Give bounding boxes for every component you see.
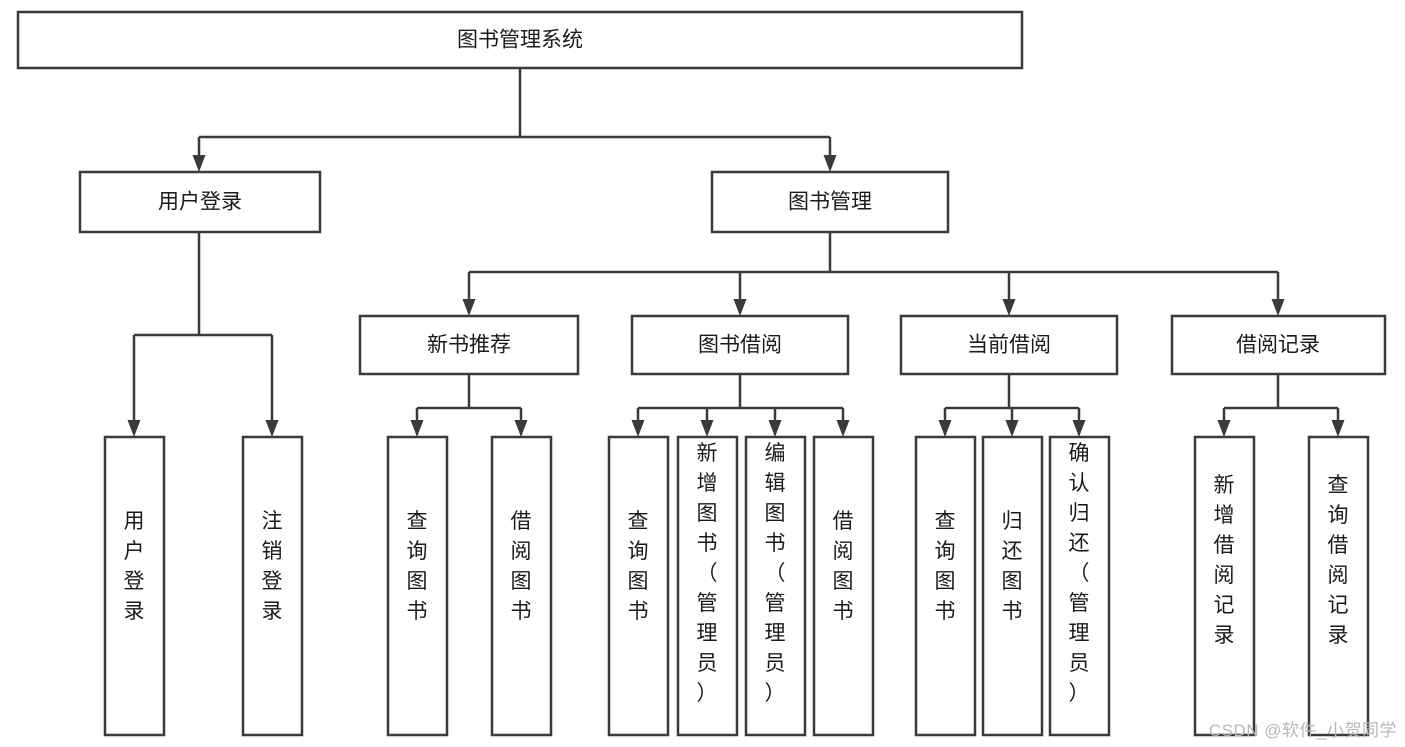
node-leaf-edit-book[interactable]: 编辑图书（管理员） xyxy=(744,435,807,737)
node-box-current-borrow[interactable] xyxy=(899,314,1119,376)
node-box-leaf-query-book-2[interactable] xyxy=(607,435,670,737)
arrow-head-leaf-user-logout xyxy=(265,420,279,437)
arrow-head-leaf-query-record xyxy=(1331,420,1345,437)
node-label-root: 图书管理系统 xyxy=(457,29,583,52)
node-root[interactable]: 图书管理系统 xyxy=(16,10,1024,70)
arrow-head-leaf-confirm-return xyxy=(1072,420,1086,437)
node-leaf-query-book-3[interactable]: 查询图书 xyxy=(914,435,977,737)
arrow-head-user-login xyxy=(192,155,206,172)
arrow-head-book-manage xyxy=(823,155,837,172)
arrow-head-leaf-add-book xyxy=(700,420,714,437)
node-label-book-borrow: 图书借阅 xyxy=(698,334,782,357)
node-label-borrow-record: 借阅记录 xyxy=(1236,334,1320,357)
node-box-root[interactable] xyxy=(16,10,1024,70)
arrow-head-leaf-return-book xyxy=(1005,420,1019,437)
node-box-leaf-user-login[interactable] xyxy=(103,435,166,737)
arrow-head-leaf-borrow-book-1 xyxy=(514,420,528,437)
node-leaf-query-book-1[interactable]: 查询图书 xyxy=(386,435,449,737)
node-leaf-user-login[interactable]: 用户登录 xyxy=(103,435,166,737)
node-box-leaf-user-logout[interactable] xyxy=(241,435,304,737)
node-leaf-borrow-book-2[interactable]: 借阅图书 xyxy=(812,435,875,737)
node-box-book-borrow[interactable] xyxy=(630,314,850,376)
node-leaf-user-logout[interactable]: 注销登录 xyxy=(241,435,304,737)
node-label-leaf-add-book: 新增图书（管理员） xyxy=(697,442,718,705)
node-label-leaf-edit-book: 编辑图书（管理员） xyxy=(765,442,786,705)
csdn-watermark: CSDN @软件_小贺同学 xyxy=(1208,721,1397,740)
node-leaf-query-record[interactable]: 查询借阅记录 xyxy=(1307,435,1370,737)
node-label-leaf-query-book-3: 查询图书 xyxy=(935,510,956,623)
arrow-head-leaf-query-book-3 xyxy=(938,420,952,437)
node-box-leaf-query-book-1[interactable] xyxy=(386,435,449,737)
arrow-head-leaf-query-book-2 xyxy=(631,420,645,437)
node-box-leaf-add-record[interactable] xyxy=(1193,435,1256,737)
node-box-leaf-edit-book[interactable] xyxy=(744,435,807,737)
connector-layer xyxy=(127,68,1345,437)
arrow-head-leaf-add-record xyxy=(1217,420,1231,437)
node-label-book-manage: 图书管理 xyxy=(788,191,872,214)
node-leaf-query-book-2[interactable]: 查询图书 xyxy=(607,435,670,737)
node-box-leaf-query-record[interactable] xyxy=(1307,435,1370,737)
node-box-borrow-record[interactable] xyxy=(1170,314,1387,376)
node-label-leaf-query-book-2: 查询图书 xyxy=(628,510,649,623)
node-box-user-login[interactable] xyxy=(78,170,322,234)
node-label-leaf-user-login: 用户登录 xyxy=(124,510,145,623)
node-leaf-borrow-book-1[interactable]: 借阅图书 xyxy=(490,435,553,737)
node-leaf-add-book[interactable]: 新增图书（管理员） xyxy=(676,435,739,737)
node-leaf-return-book[interactable]: 归还图书 xyxy=(981,435,1044,737)
node-box-leaf-query-book-3[interactable] xyxy=(914,435,977,737)
node-box-leaf-confirm-return[interactable] xyxy=(1048,435,1111,737)
node-label-leaf-user-logout: 注销登录 xyxy=(262,510,283,623)
arrow-head-book-borrow xyxy=(733,299,747,316)
node-user-login[interactable]: 用户登录 xyxy=(78,170,322,234)
node-box-leaf-borrow-book-1[interactable] xyxy=(490,435,553,737)
arrow-head-new-book-rec xyxy=(462,299,476,316)
node-label-leaf-confirm-return: 确认归还（管理员） xyxy=(1069,442,1090,705)
node-label-leaf-add-record: 新增借阅记录 xyxy=(1214,474,1235,647)
node-label-new-book-rec: 新书推荐 xyxy=(427,334,511,357)
node-label-leaf-borrow-book-2: 借阅图书 xyxy=(833,510,854,623)
arrow-head-leaf-edit-book xyxy=(768,420,782,437)
node-label-leaf-return-book: 归还图书 xyxy=(1002,510,1023,623)
node-box-leaf-borrow-book-2[interactable] xyxy=(812,435,875,737)
node-leaf-confirm-return[interactable]: 确认归还（管理员） xyxy=(1048,435,1111,737)
node-book-borrow[interactable]: 图书借阅 xyxy=(630,314,850,376)
node-borrow-record[interactable]: 借阅记录 xyxy=(1170,314,1387,376)
arrow-head-current-borrow xyxy=(1002,299,1016,316)
node-box-new-book-rec[interactable] xyxy=(358,314,580,376)
node-label-leaf-borrow-book-1: 借阅图书 xyxy=(511,510,532,623)
node-box-leaf-add-book[interactable] xyxy=(676,435,739,737)
node-current-borrow[interactable]: 当前借阅 xyxy=(899,314,1119,376)
node-box-leaf-return-book[interactable] xyxy=(981,435,1044,737)
node-label-user-login: 用户登录 xyxy=(158,191,242,214)
node-leaf-add-record[interactable]: 新增借阅记录 xyxy=(1193,435,1256,737)
node-box-book-manage[interactable] xyxy=(710,170,950,234)
node-label-current-borrow: 当前借阅 xyxy=(967,334,1051,357)
arrow-head-leaf-query-book-1 xyxy=(410,420,424,437)
node-new-book-rec[interactable]: 新书推荐 xyxy=(358,314,580,376)
node-label-leaf-query-record: 查询借阅记录 xyxy=(1328,474,1349,647)
node-label-leaf-query-book-1: 查询图书 xyxy=(407,510,428,623)
arrow-head-leaf-user-login xyxy=(127,420,141,437)
node-book-manage[interactable]: 图书管理 xyxy=(710,170,950,234)
arrow-head-leaf-borrow-book-2 xyxy=(836,420,850,437)
arrow-head-borrow-record xyxy=(1271,299,1285,316)
